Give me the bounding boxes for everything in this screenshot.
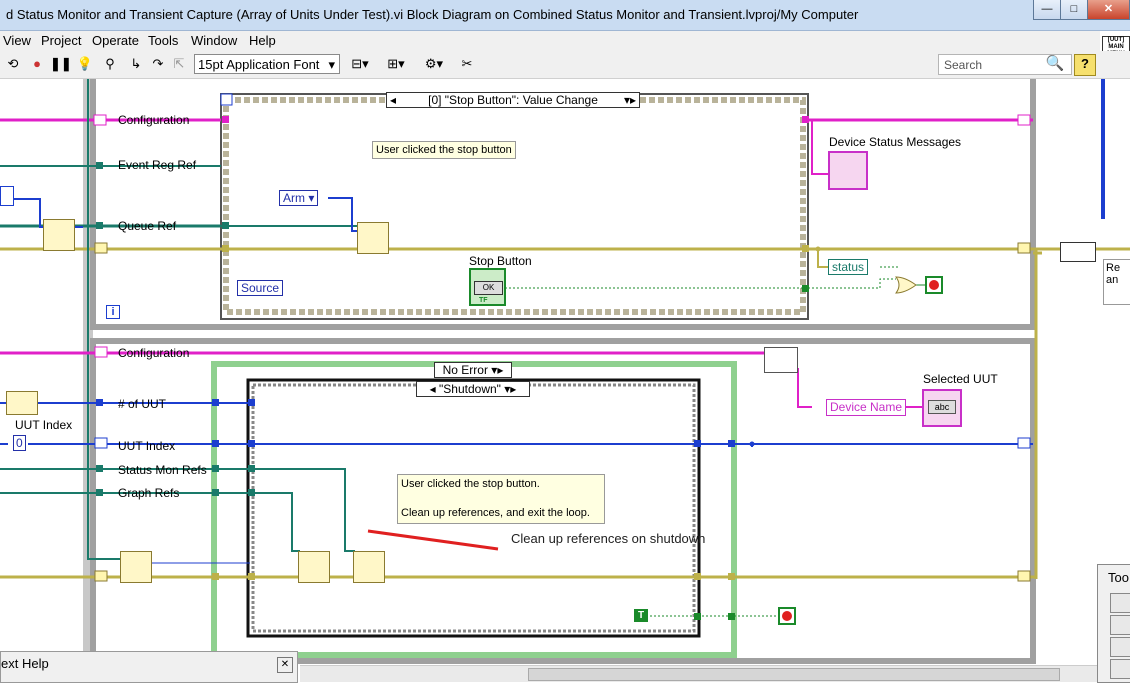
configuration-label-bottom: Configuration <box>118 346 190 360</box>
error-case-selector[interactable]: No Error ▾▸ <box>434 362 512 378</box>
cleanup-note: User clicked the stop button. Clean up r… <box>397 474 605 524</box>
merge-errors-node[interactable] <box>1060 242 1096 262</box>
title-bar: d Status Monitor and Transient Capture (… <box>0 0 1130 31</box>
stop-button-tf: TF <box>479 297 488 304</box>
index-array-node[interactable] <box>764 347 798 373</box>
or-gate <box>895 276 917 294</box>
highlight-execution-icon[interactable]: 💡 <box>76 56 94 71</box>
graph-refs-label: Graph Refs <box>118 486 180 500</box>
chevron-down-icon: ▾▸ <box>623 93 636 107</box>
device-name-unbundle[interactable]: Device Name <box>826 399 907 416</box>
source-node[interactable]: Source <box>237 280 284 296</box>
event-reg-ref-label: Event Reg Ref <box>118 158 197 172</box>
close-reference-node-1[interactable] <box>298 551 330 583</box>
align-objects-icon[interactable]: ⊟▾ <box>351 56 369 71</box>
event-selector[interactable]: ◂ [0] "Stop Button": Value Change ▾▸ <box>386 92 640 108</box>
status-unbundle[interactable]: status <box>828 259 869 275</box>
font-select[interactable]: 15pt Application Font ▾ <box>194 54 340 74</box>
horizontal-scrollbar[interactable] <box>300 665 1100 682</box>
iteration-terminal-top: i <box>106 305 120 319</box>
right-blue-wire <box>1101 79 1105 219</box>
run-continuously-icon[interactable]: ⟲ <box>7 56 19 71</box>
close-icon[interactable]: ✕ <box>277 657 293 673</box>
arm-enum-constant[interactable]: Arm ▾ <box>279 190 319 206</box>
reorder-icon[interactable]: ⚙▾ <box>424 56 444 71</box>
breakpoint-tool-icon[interactable] <box>1110 659 1130 679</box>
scrollbar-thumb[interactable] <box>528 668 1060 681</box>
chevron-down-icon: ▾ <box>328 57 335 72</box>
menu-help[interactable]: Help <box>249 33 276 48</box>
cleanup-diagram-icon[interactable]: ✂ <box>461 56 473 71</box>
cleanup-annotation: Clean up references on shutdown <box>511 531 706 546</box>
abort-icon[interactable]: ● <box>33 56 41 71</box>
array-size-node[interactable] <box>6 391 38 415</box>
uut-index-control-label: UUT Index <box>15 418 73 432</box>
abc-string-icon: abc <box>928 400 956 414</box>
uut-index-label: UUT Index <box>118 439 176 453</box>
auto-tool-icon[interactable] <box>1110 593 1130 613</box>
selected-uut-label: Selected UUT <box>923 372 998 386</box>
step-into-icon[interactable]: ↳ <box>130 56 142 71</box>
toolbar: ⟲ ● ❚❚ 💡 ⚲ ↳ ↷ ⇱ 15pt Application Font ▾… <box>0 51 1130 79</box>
stop-button-note: User clicked the stop button <box>372 141 516 159</box>
stop-button-label: Stop Button <box>469 254 532 268</box>
enqueue-node[interactable] <box>357 222 389 254</box>
timeout-terminal <box>220 93 233 106</box>
annotation-stroke <box>367 529 499 551</box>
shift-register-left-top <box>93 114 107 126</box>
pause-icon[interactable]: ❚❚ <box>50 56 72 71</box>
menu-project[interactable]: Project <box>41 33 82 48</box>
right-note: Re an <box>1103 259 1130 305</box>
menu-operate[interactable]: Operate <box>92 33 139 48</box>
selected-uut-indicator[interactable]: abc <box>922 389 962 427</box>
event-structure <box>220 93 809 320</box>
obtain-queue-node[interactable] <box>43 219 75 251</box>
minimize-button[interactable]: — <box>1033 0 1061 20</box>
chevron-left-icon: ◂ <box>390 93 397 107</box>
left-terminal-top <box>0 186 14 206</box>
configuration-label-top: Configuration <box>118 113 190 127</box>
stop-button-ok[interactable]: OK <box>474 281 503 295</box>
close-reference-node-2[interactable] <box>353 551 385 583</box>
search-input[interactable]: Search <box>938 54 1072 75</box>
retain-wire-values-icon[interactable]: ⚲ <box>105 56 115 71</box>
shutdown-case-selector[interactable]: ◂ "Shutdown" ▾▸ <box>416 381 530 397</box>
context-help-title: ext Help <box>1 656 49 671</box>
top-loop-frame <box>90 79 1036 330</box>
maximize-button[interactable]: □ <box>1060 0 1088 20</box>
window-title: d Status Monitor and Transient Capture (… <box>6 7 859 22</box>
shift-register-right-top <box>1017 114 1031 126</box>
position-tool-icon[interactable] <box>1110 637 1130 657</box>
menu-view[interactable]: View <box>3 33 31 48</box>
context-help-window[interactable]: ext Help ✕ <box>0 651 298 683</box>
close-button[interactable]: ✕ <box>1087 0 1130 20</box>
true-constant[interactable]: T <box>634 609 648 622</box>
queue-ref-label: Queue Ref <box>118 219 177 233</box>
search-icon[interactable]: 🔍 <box>1045 55 1065 72</box>
context-help-button[interactable]: ? <box>1074 54 1096 76</box>
step-over-icon[interactable]: ↷ <box>152 56 164 71</box>
tools-palette[interactable]: Too <box>1097 564 1130 683</box>
device-status-messages-indicator[interactable] <box>828 151 868 190</box>
diagram-graphics <box>0 79 1130 665</box>
block-diagram[interactable]: ◂ [0] "Stop Button": Value Change ▾▸ Con… <box>0 79 1130 665</box>
release-queue-node[interactable] <box>120 551 152 583</box>
step-out-icon[interactable]: ⇱ <box>173 56 185 71</box>
num-uut-label: # of UUT <box>118 397 167 411</box>
menu-window[interactable]: Window <box>191 33 238 48</box>
bottom-loop-frame <box>90 338 1036 664</box>
status-mon-refs-label: Status Mon Refs <box>118 463 207 477</box>
menu-bar: View Project Operate Tools Window Help <box>0 31 1100 51</box>
device-status-messages-label: Device Status Messages <box>829 135 962 149</box>
tools-palette-title: Too <box>1108 570 1129 585</box>
operate-tool-icon[interactable] <box>1110 615 1130 635</box>
menu-tools[interactable]: Tools <box>148 33 179 48</box>
uut-index-constant[interactable]: 0 <box>13 435 26 451</box>
distribute-objects-icon[interactable]: ⊞▾ <box>387 56 405 71</box>
